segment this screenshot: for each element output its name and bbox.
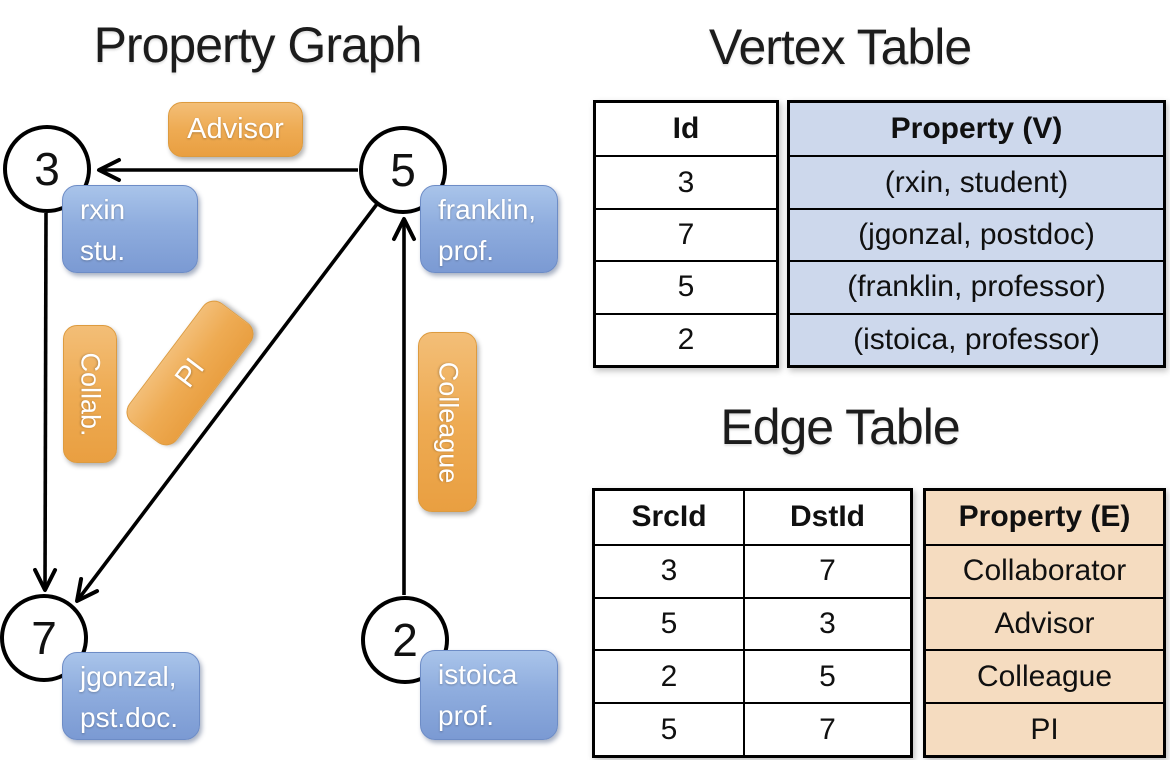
- edge-label-text: PI: [168, 352, 211, 394]
- table-cell: 2: [596, 312, 776, 365]
- table-cell: Colleague: [926, 649, 1163, 703]
- vertex-table-property-column: Property (V) (rxin, student) (jgonzal, p…: [787, 100, 1166, 368]
- edge-label-text: Advisor: [187, 113, 284, 145]
- table-cell: (rxin, student): [790, 155, 1163, 208]
- column-header-srcid: SrcId: [631, 500, 707, 534]
- vertex-property-line: franklin,: [438, 194, 537, 225]
- edge-table-title: Edge Table: [720, 399, 960, 455]
- vertex-property-line: prof.: [438, 700, 495, 731]
- table-cell: Collaborator: [926, 543, 1163, 597]
- vertex-property-box-franklin: franklin, prof.: [420, 185, 558, 273]
- table-cell: 3: [596, 155, 776, 207]
- column-header-dstid: DstId: [743, 491, 910, 544]
- vertex-property-line: pst.doc.: [80, 702, 179, 733]
- column-header-id: Id: [672, 112, 700, 146]
- column-header-property-v: Property (V): [790, 103, 1163, 156]
- graph-edges-layer: [33, 158, 416, 603]
- edge-label-collab: Collab.: [63, 325, 117, 463]
- node-id-label: 5: [390, 144, 416, 196]
- vertex-property-box-istoica: istoica prof.: [420, 650, 558, 740]
- vertex-property-line: rxin: [80, 194, 126, 225]
- graph-node-5: 5: [359, 126, 447, 214]
- table-cell: PI: [926, 702, 1163, 755]
- table-cell: (franklin, professor): [790, 260, 1163, 313]
- edge-line-5-to-7: [75, 202, 379, 603]
- edge-table-src-dst-columns: SrcId DstId 3 7 5 3 2 5 5 7: [592, 488, 913, 758]
- edge-line-3-to-7: [33, 212, 58, 592]
- node-id-label: 3: [34, 143, 60, 195]
- vertex-property-line: stu.: [80, 235, 126, 266]
- table-cell: 7: [596, 207, 776, 260]
- column-header-property-e: Property (E): [926, 491, 1163, 544]
- table-cell: 5: [743, 649, 910, 703]
- vertex-table-title: Vertex Table: [708, 19, 972, 75]
- table-cell: (istoica, professor): [790, 312, 1163, 365]
- edge-label-text: Collab.: [75, 351, 106, 437]
- table-cell: 7: [743, 543, 910, 597]
- vertex-property-line: jgonzal,: [80, 661, 177, 692]
- table-cell: 7: [743, 702, 910, 755]
- table-cell: 2: [595, 649, 743, 702]
- table-cell: 5: [595, 596, 743, 650]
- vertex-property-box-jgonzal: jgonzal, pst.doc.: [62, 652, 200, 740]
- node-id-label: 2: [392, 614, 418, 666]
- vertex-table-id-column: Id 3 7 5 2: [593, 100, 779, 368]
- node-id-label: 7: [31, 612, 57, 664]
- table-cell: 5: [595, 702, 743, 755]
- vertex-property-box-rxin: rxin stu.: [62, 185, 198, 273]
- vertex-property-line: prof.: [438, 235, 495, 266]
- edge-label-text: Colleague: [433, 361, 463, 483]
- edge-label-colleague: Colleague: [418, 332, 477, 512]
- table-cell: 5: [596, 260, 776, 312]
- table-cell: 3: [743, 596, 910, 650]
- table-cell: Advisor: [926, 596, 1163, 650]
- vertex-property-line: istoica: [438, 659, 518, 690]
- property-graph-title: Property Graph: [93, 17, 423, 73]
- edge-table-property-column: Property (E) Collaborator Advisor Collea…: [923, 488, 1166, 758]
- table-cell: 3: [595, 543, 743, 597]
- table-cell: (jgonzal, postdoc): [790, 207, 1163, 261]
- graph-node-2: 2: [361, 596, 449, 684]
- edge-label-advisor: Advisor: [168, 102, 303, 157]
